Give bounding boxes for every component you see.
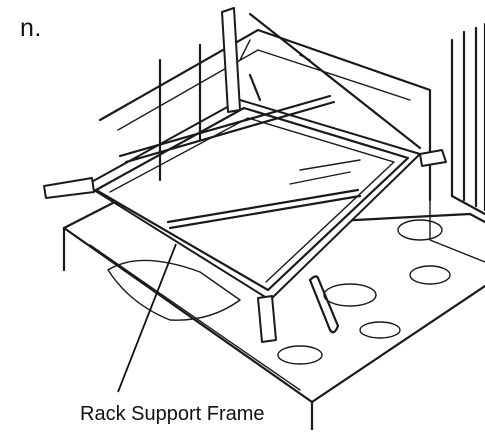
- cabinet-side-panel: [429, 22, 485, 263]
- floor-filter-mesh: [107, 259, 241, 321]
- rack-support-frame: [43, 7, 447, 343]
- callout-leader-line: [117, 243, 177, 393]
- cropped-text-fragment: n.: [20, 14, 42, 42]
- rack-support-frame-label: Rack Support Frame: [80, 403, 265, 425]
